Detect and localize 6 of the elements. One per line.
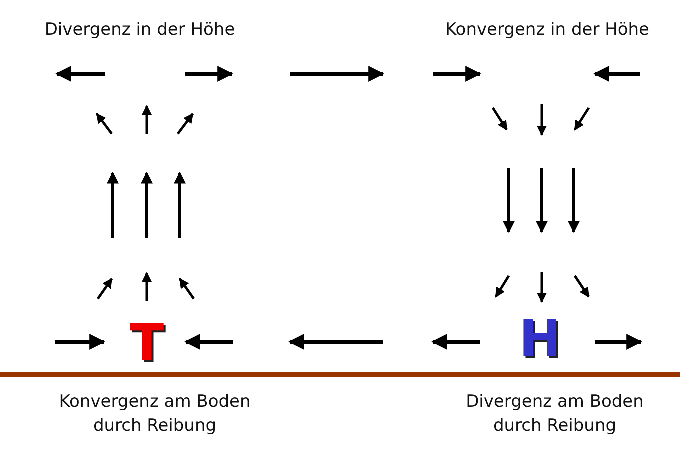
low-pressure-symbol: T — [128, 318, 166, 368]
heading: Divergenz in der Höhe — [44, 19, 236, 42]
caption: Divergenz am Boden durch Reibung — [465, 391, 645, 438]
high-pressure-symbol: H — [518, 314, 562, 364]
caption: Konvergenz am Boden durch Reibung — [58, 391, 252, 438]
heading: Konvergenz in der Höhe — [444, 19, 650, 42]
